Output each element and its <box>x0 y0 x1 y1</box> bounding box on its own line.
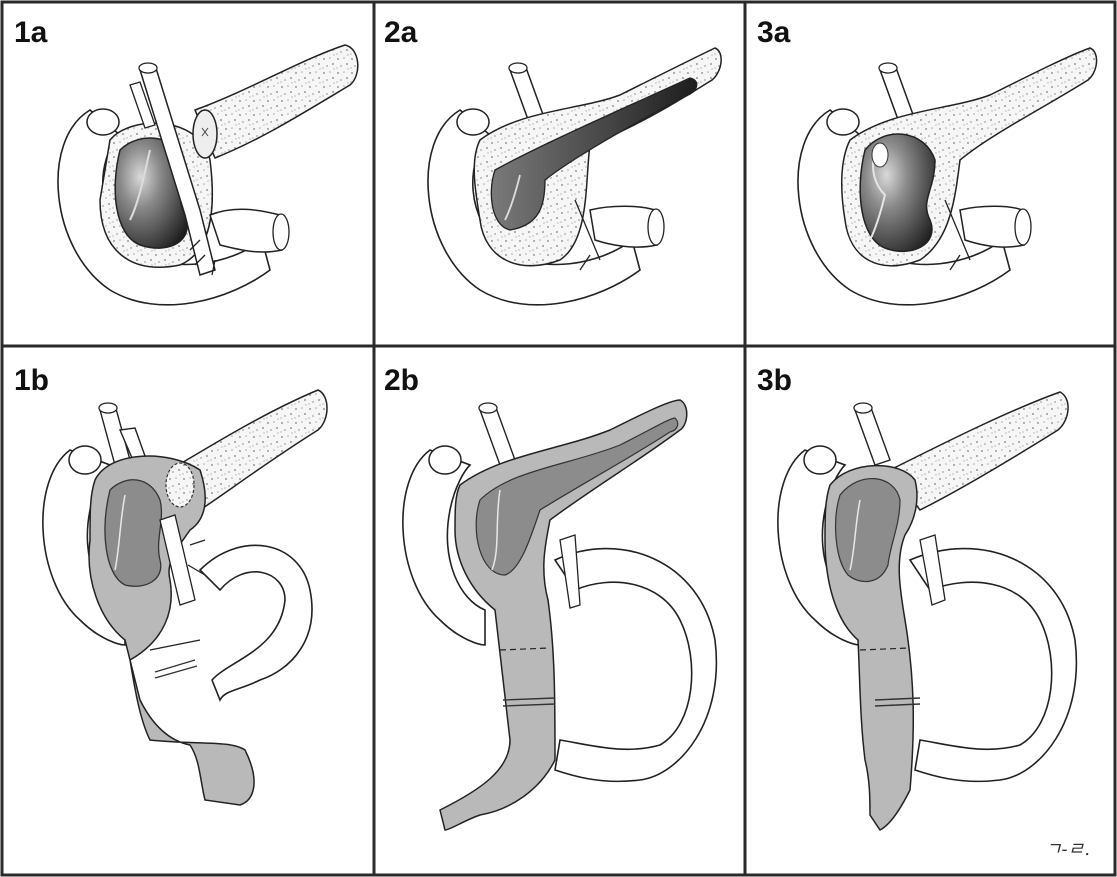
dilated-duct <box>490 77 698 231</box>
panel-label-3b: 3b <box>757 364 792 397</box>
panel-label-2a: 2a <box>384 16 418 49</box>
cyst-cavity <box>859 133 936 253</box>
jejunal-loop <box>553 547 718 783</box>
pancreas-tail <box>888 391 1069 511</box>
panel-label-2b: 2b <box>384 364 419 397</box>
panel-1b: 1b <box>14 364 328 806</box>
panel-2a: 2a <box>384 16 722 306</box>
pancreas-tail <box>168 389 328 512</box>
pancreas-tail <box>194 44 359 159</box>
artist-signature: ㄱ-ㄹ. <box>1045 839 1090 860</box>
jejunal-loop <box>908 547 1078 783</box>
jejunal-loop <box>198 544 313 702</box>
panel-1a: 1a <box>14 16 359 306</box>
panel-label-1a: 1a <box>14 16 48 49</box>
duodenum <box>402 449 486 646</box>
panel-label-1b: 1b <box>14 364 49 397</box>
panel-label-3a: 3a <box>757 16 791 49</box>
panel-3b: 3b ㄱ-ㄹ. <box>757 364 1090 860</box>
panel-2b: 2b <box>384 364 718 831</box>
panel-3a: 3a <box>757 16 1098 306</box>
